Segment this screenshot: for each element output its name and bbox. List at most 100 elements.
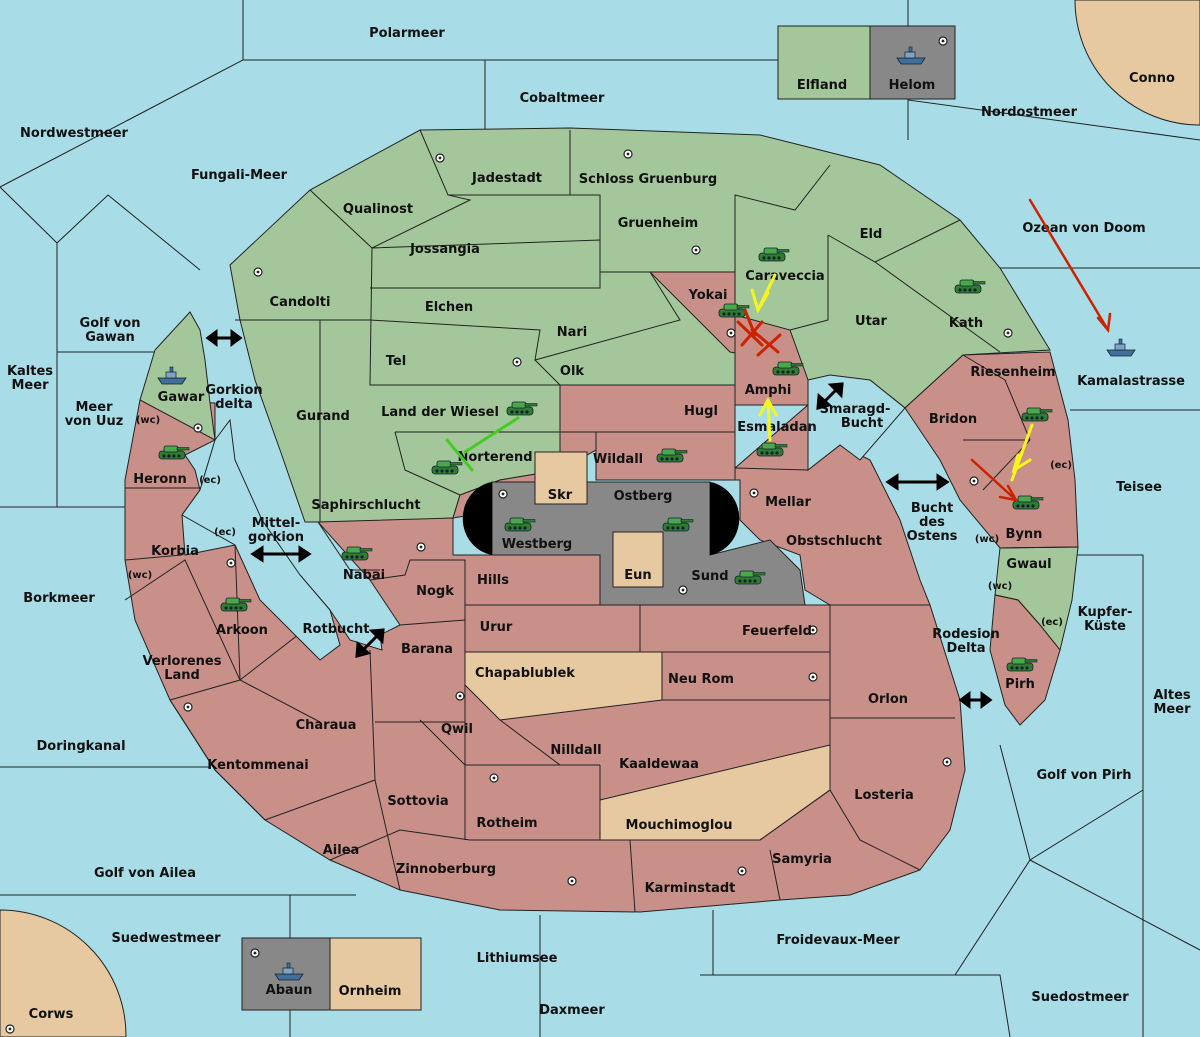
nilldall-label: Nilldall (550, 743, 601, 758)
nari-label: Nari (557, 325, 588, 340)
conno-land[interactable] (1074, 0, 1200, 126)
golf-gawan-label-2: Gawan (85, 330, 134, 345)
samyria-label: Samyria (772, 852, 832, 867)
rodesion-label-1: Rodesion (932, 627, 999, 642)
hugl-label: Hugl (684, 404, 718, 419)
sea-labels: Polarmeer Cobaltmeer Nordostmeer Nordwes… (7, 26, 1191, 1018)
skr-land[interactable] (534, 451, 588, 505)
lithiumsee-label: Lithiumsee (477, 951, 558, 966)
orlon-label: Orlon (868, 692, 908, 707)
cobaltmeer-label: Cobaltmeer (520, 91, 605, 106)
borkmeer-label: Borkmeer (23, 591, 95, 606)
korbia-wc-label: (wc) (128, 570, 152, 581)
rodesion-label-2: Delta (946, 641, 985, 656)
sottovia-label: Sottovia (387, 794, 448, 809)
elchen-label: Elchen (425, 300, 473, 315)
nordwestmeer-label: Nordwestmeer (20, 126, 128, 141)
olk-label: Olk (560, 364, 585, 379)
tel-label: Tel (386, 354, 406, 369)
heronn-label: Heronn (133, 472, 187, 487)
golf-gawan-label-1: Golf von (80, 316, 141, 331)
yokai-label: Yokai (687, 288, 727, 303)
riesenheim-label: Riesenheim (970, 365, 1055, 380)
corws-land[interactable] (0, 909, 127, 1037)
charaua-label: Charaua (296, 718, 357, 733)
kamalastrasse-label: Kamalastrasse (1077, 374, 1185, 389)
corws-label: Corws (29, 1007, 74, 1022)
ozean-doom-label: Ozean von Doom (1022, 221, 1145, 236)
feuerfeld-label: Feuerfeld (742, 624, 812, 639)
chapablublek-label: Chapablublek (475, 666, 575, 681)
kaltes-label-1: Kaltes (7, 364, 53, 379)
qwil-label: Qwil (441, 722, 473, 737)
esmaladan-label: Esmaladan (737, 420, 817, 435)
golf-ailea-label: Golf von Ailea (94, 866, 196, 881)
gwaul-ec-label: (ec) (1041, 617, 1063, 628)
verlorenes-label-1: Verlorenes (142, 654, 221, 669)
eld-label: Eld (860, 227, 883, 242)
bynn-ec-label: (ec) (1050, 460, 1072, 471)
connection-arrows (205, 329, 993, 709)
bridon-label: Bridon (929, 412, 977, 427)
bynn-label: Bynn (1006, 527, 1043, 542)
mittel-label-1: Mittel- (252, 516, 301, 531)
elfland-label: Elfland (797, 78, 847, 93)
saphirschlucht-label: Saphirschlucht (311, 498, 420, 513)
meer-uuz-label-2: von Uuz (65, 414, 124, 429)
kupfer-label-1: Kupfer- (1078, 605, 1133, 620)
heronn-wc-label: (wc) (136, 415, 160, 426)
ostberg-label: Ostberg (614, 489, 673, 504)
zinnoberburg-label: Zinnoberburg (396, 862, 496, 877)
nordostmeer-label: Nordostmeer (981, 105, 1078, 120)
skr-label: Skr (548, 488, 573, 503)
gurand-label: Gurand (296, 409, 350, 424)
helom-label: Helom (889, 78, 936, 93)
west-cap (462, 482, 492, 555)
bucht-label-3: Ostens (907, 529, 958, 544)
conno-label: Conno (1129, 71, 1175, 86)
eun-label: Eun (624, 568, 651, 583)
gorkion-label-1: Gorkion (205, 383, 262, 398)
kath-label: Kath (949, 316, 983, 331)
wildall-label: Wildall (593, 452, 643, 467)
urur-label: Urur (480, 620, 513, 635)
smaragd-label-1: Smaragd- (820, 402, 891, 417)
suedostmeer-label: Suedostmeer (1031, 990, 1129, 1005)
ornheim-label: Ornheim (339, 984, 402, 999)
schloss-label: Schloss Gruenburg (579, 172, 717, 187)
east-cap (710, 482, 740, 555)
elfland-land[interactable] (777, 25, 871, 100)
land-labels: Conno Corws Elfland Helom Abaun Ornheim … (29, 71, 1175, 1022)
altes-label-1: Altes (1153, 688, 1191, 703)
jadestadt-label: Jadestadt (471, 171, 542, 186)
caraveccia-label: Caraveccia (745, 269, 824, 284)
smaragd-label-2: Bucht (841, 416, 883, 431)
korbia-label: Korbia (151, 544, 199, 559)
verlorenes-label-2: Land (164, 668, 200, 683)
gwaul-label: Gwaul (1006, 557, 1051, 572)
mittel-label-2: gorkion (248, 530, 304, 545)
polarmeer-label: Polarmeer (369, 26, 445, 41)
amphi-label: Amphi (745, 383, 792, 398)
westberg-label: Westberg (502, 537, 572, 552)
kentommenai-label: Kentommenai (207, 758, 308, 773)
abaun-label: Abaun (266, 983, 313, 998)
mittelgorkion-channel (181, 418, 341, 661)
golf-pirh-label: Golf von Pirh (1036, 768, 1131, 783)
eun-land[interactable] (612, 531, 664, 588)
ornheim-land[interactable] (329, 937, 422, 1011)
fungali-label: Fungali-Meer (191, 168, 288, 183)
gawar-land[interactable] (139, 311, 216, 441)
daxmeer-label: Daxmeer (539, 1003, 605, 1018)
rotheim-label: Rotheim (476, 816, 537, 831)
meer-uuz-label-1: Meer (76, 400, 114, 415)
bucht-label-2: des (919, 515, 945, 530)
rotbucht-label: Rotbucht (303, 622, 370, 637)
mouchimoglou-label: Mouchimoglou (626, 818, 733, 833)
jossangia-label: Jossangia (409, 242, 480, 257)
ailea-label: Ailea (323, 843, 360, 858)
qualinost-label: Qualinost (343, 202, 413, 217)
gwaul-wc-label: (wc) (988, 581, 1012, 592)
heronn-ec-label: (ec) (199, 475, 221, 486)
suedwestmeer-label: Suedwestmeer (111, 931, 221, 946)
